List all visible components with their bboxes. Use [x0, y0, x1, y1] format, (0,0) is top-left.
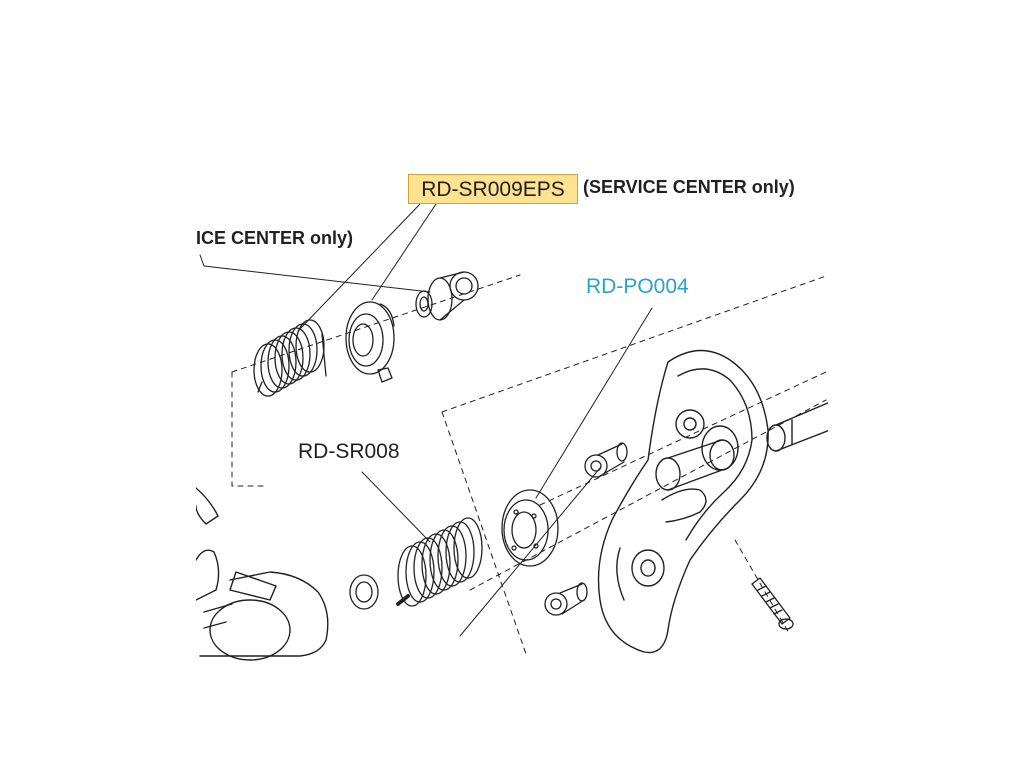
service-center-note-cropped: ICE CENTER only): [196, 228, 354, 248]
derailleur-body: [196, 487, 329, 661]
cam-ring: [345, 301, 395, 383]
cage-axle: [655, 425, 739, 491]
pin-upper: [584, 442, 628, 478]
service-center-note: (SERVICE CENTER only): [583, 177, 795, 197]
upper-bushing: [415, 271, 479, 321]
part-code-rd-po004-link[interactable]: RD-PO004: [586, 275, 689, 298]
pulley-ring: [501, 489, 559, 567]
leader-lines: [199, 203, 653, 637]
part-code-rd-sr008: RD-SR008: [298, 440, 400, 463]
large-coil-spring: [396, 517, 483, 607]
cage-plate: [597, 349, 769, 654]
washer: [349, 574, 379, 610]
right-shaft: [766, 402, 828, 452]
adjust-screw: [751, 577, 794, 630]
small-coil-spring: [253, 319, 327, 397]
pin-lower: [544, 582, 588, 616]
part-code-rd-sr009eps: RD-SR009EPS: [408, 174, 578, 204]
